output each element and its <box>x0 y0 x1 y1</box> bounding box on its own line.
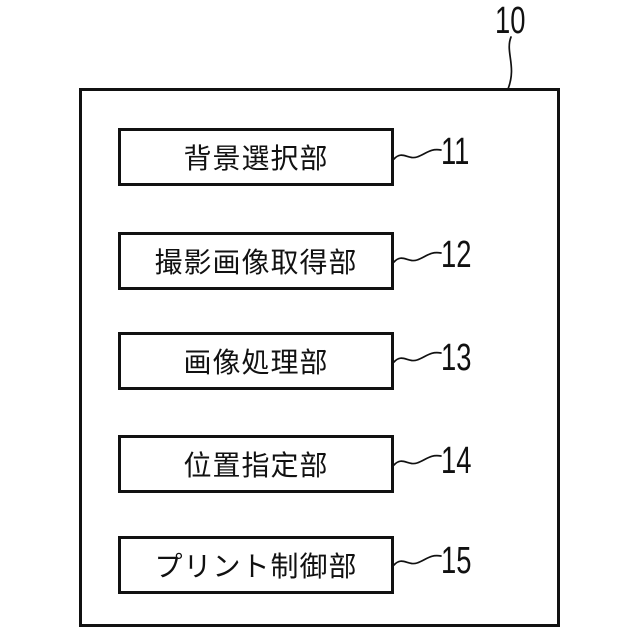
ref-number-13: 13 <box>441 337 472 379</box>
block-position-designation-label: 位置指定部 <box>183 450 329 481</box>
block-print-control: プリント制御部 <box>118 536 394 594</box>
ref-number-12: 12 <box>441 234 472 276</box>
block-background-selection-label: 背景選択部 <box>183 143 329 174</box>
ref-number-15: 15 <box>441 540 472 582</box>
block-position-designation: 位置指定部 <box>118 435 394 493</box>
block-background-selection: 背景選択部 <box>118 128 394 186</box>
block-image-processing: 画像処理部 <box>118 332 394 390</box>
leader-line-10 <box>507 36 513 90</box>
ref-number-14: 14 <box>441 440 472 482</box>
block-image-processing-label: 画像処理部 <box>183 347 329 378</box>
figure-ref-label-10: 10 <box>495 0 526 42</box>
ref-number-11: 11 <box>441 131 470 173</box>
block-print-control-label: プリント制御部 <box>154 551 358 582</box>
block-captured-image-acquisition-label: 撮影画像取得部 <box>154 247 358 278</box>
block-captured-image-acquisition: 撮影画像取得部 <box>118 232 394 290</box>
device-outline-box <box>79 88 560 627</box>
